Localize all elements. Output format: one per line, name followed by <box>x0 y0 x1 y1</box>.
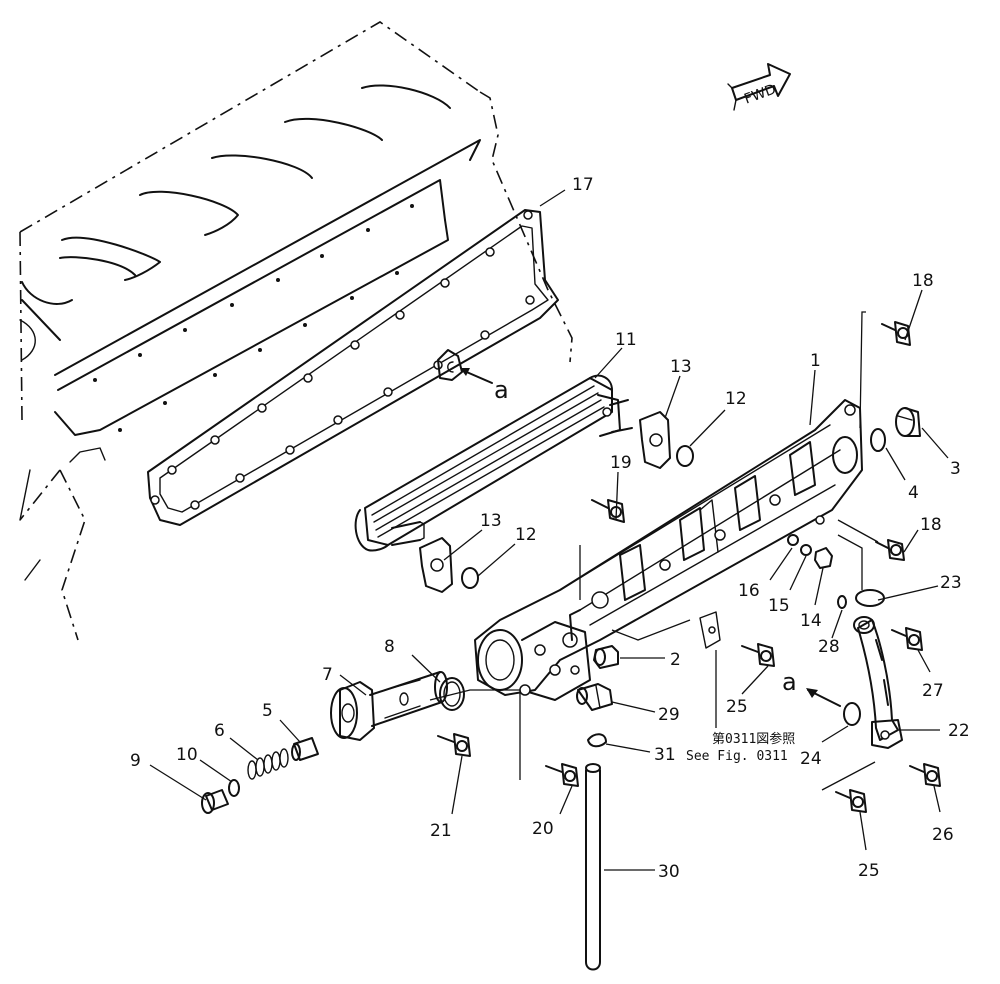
callout-4: 4 <box>908 483 919 503</box>
callout-11: 11 <box>615 330 637 350</box>
washer-16 <box>787 534 799 546</box>
callout-26: 26 <box>932 825 954 845</box>
bolt-25-lower <box>821 761 876 813</box>
reference-note-japanese: 第0311図参照 <box>712 731 795 747</box>
callout-20: 20 <box>532 819 554 839</box>
callout-21: 21 <box>430 821 452 841</box>
o-ring-4 <box>870 428 886 452</box>
view-marker-a-lower: a <box>782 668 797 696</box>
bolt-27 <box>891 627 923 651</box>
callout-13-upper: 13 <box>670 357 692 377</box>
callout-13-lower: 13 <box>480 511 502 531</box>
reference-note-english: See Fig. 0311 <box>686 749 788 764</box>
callout-31: 31 <box>654 745 676 765</box>
callout-12-upper: 12 <box>725 389 747 409</box>
plug-2 <box>593 645 619 669</box>
callout-2: 2 <box>670 650 681 670</box>
callout-8: 8 <box>384 637 395 657</box>
callout-7: 7 <box>322 665 333 685</box>
dipstick-tube-30 <box>585 763 601 971</box>
callout-29: 29 <box>658 705 680 725</box>
gasket-13-lower <box>419 537 453 593</box>
plug-3 <box>895 407 921 437</box>
callout-25-upper: 25 <box>726 697 748 717</box>
callout-18-upper: 18 <box>912 271 934 291</box>
o-ring-8 <box>439 677 465 711</box>
oil-cooler-element-11 <box>354 374 633 552</box>
callout-3: 3 <box>950 459 961 479</box>
spring-seat-5 <box>291 737 319 761</box>
washer-15 <box>800 544 812 556</box>
oil-cooler-cover-1 <box>474 399 863 780</box>
callout-19: 19 <box>610 453 632 473</box>
bolt-25-upper <box>741 643 775 667</box>
callout-23: 23 <box>940 573 962 593</box>
block-bolt-holes <box>93 204 414 432</box>
bolt-19 <box>591 499 625 523</box>
bracket-see-fig-0311 <box>699 611 721 728</box>
callout-10: 10 <box>176 745 198 765</box>
callout-labels: 1 2 3 4 5 6 7 8 9 10 11 12 12 13 13 14 1… <box>130 175 970 882</box>
forward-direction-arrow <box>727 63 791 111</box>
plug-9 <box>201 789 229 814</box>
leader-lines <box>149 189 949 871</box>
gasket-17 <box>147 209 559 526</box>
oil-pipe-22 <box>853 616 903 749</box>
callout-18-lower: 18 <box>920 515 942 535</box>
o-ring-24 <box>843 702 861 726</box>
callout-1: 1 <box>810 351 821 371</box>
bolt-21 <box>437 733 471 757</box>
callout-28: 28 <box>818 637 840 657</box>
callout-22: 22 <box>948 721 970 741</box>
bolt-26 <box>909 763 941 787</box>
clip-31 <box>587 733 607 748</box>
o-ring-12-lower <box>461 567 479 589</box>
bolt-18-lower <box>837 519 905 561</box>
callout-27: 27 <box>922 681 944 701</box>
o-ring-12-upper <box>676 445 694 467</box>
callout-5: 5 <box>262 701 273 721</box>
view-marker-a-upper: a <box>494 376 509 404</box>
cover-plate-c <box>437 349 493 384</box>
callout-12-lower: 12 <box>515 525 537 545</box>
bolt-18-upper <box>859 311 911 429</box>
engine-block <box>19 21 573 641</box>
callout-25-lower: 25 <box>858 861 880 881</box>
callout-16: 16 <box>738 581 760 601</box>
fwd-label: FWD <box>742 81 778 107</box>
callout-17: 17 <box>572 175 594 195</box>
valve-element-7 <box>330 671 448 741</box>
washer-28 <box>837 595 847 609</box>
callout-6: 6 <box>214 721 225 741</box>
callout-15: 15 <box>768 596 790 616</box>
callout-9: 9 <box>130 751 141 771</box>
o-ring-23 <box>855 589 885 607</box>
nut-14 <box>814 547 833 569</box>
callout-30: 30 <box>658 862 680 882</box>
spring-6 <box>247 748 289 780</box>
gasket-13-upper <box>639 411 671 469</box>
callout-14: 14 <box>800 611 822 631</box>
bolt-20 <box>545 763 579 787</box>
callout-24: 24 <box>800 749 822 769</box>
o-ring-10 <box>228 779 240 797</box>
fitting-29 <box>576 683 613 711</box>
